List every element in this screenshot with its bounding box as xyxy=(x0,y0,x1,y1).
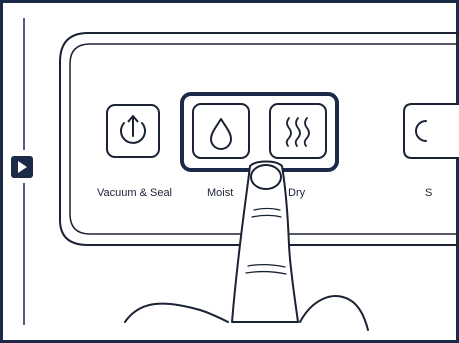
vacuum-seal-label: Vacuum & Seal xyxy=(97,187,172,199)
partial-button-right[interactable] xyxy=(404,104,459,158)
vacuum-seal-button[interactable] xyxy=(107,105,159,157)
partial-right-label: S xyxy=(425,187,432,199)
moist-label: Moist xyxy=(207,187,233,199)
dry-button[interactable] xyxy=(270,104,326,158)
play-triangle-icon xyxy=(11,156,33,178)
dry-label: Dry xyxy=(288,187,305,199)
moist-button[interactable] xyxy=(193,104,249,158)
